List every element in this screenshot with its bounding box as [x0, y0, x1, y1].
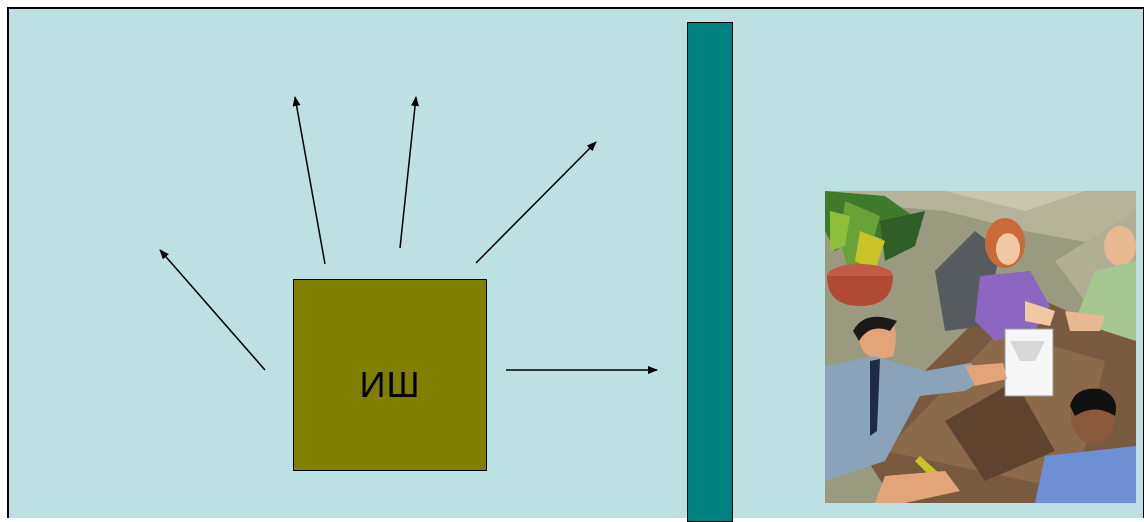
information-source-box: ИШ [293, 279, 487, 471]
arrow-up-left [292, 96, 326, 265]
source-label: ИШ [359, 364, 421, 405]
barrier-wall [687, 22, 733, 522]
arrow-up [399, 96, 420, 249]
business-meeting-clipart-icon [825, 191, 1136, 503]
arrow-upper-right [475, 141, 597, 264]
arrow-upper-left [159, 249, 266, 371]
